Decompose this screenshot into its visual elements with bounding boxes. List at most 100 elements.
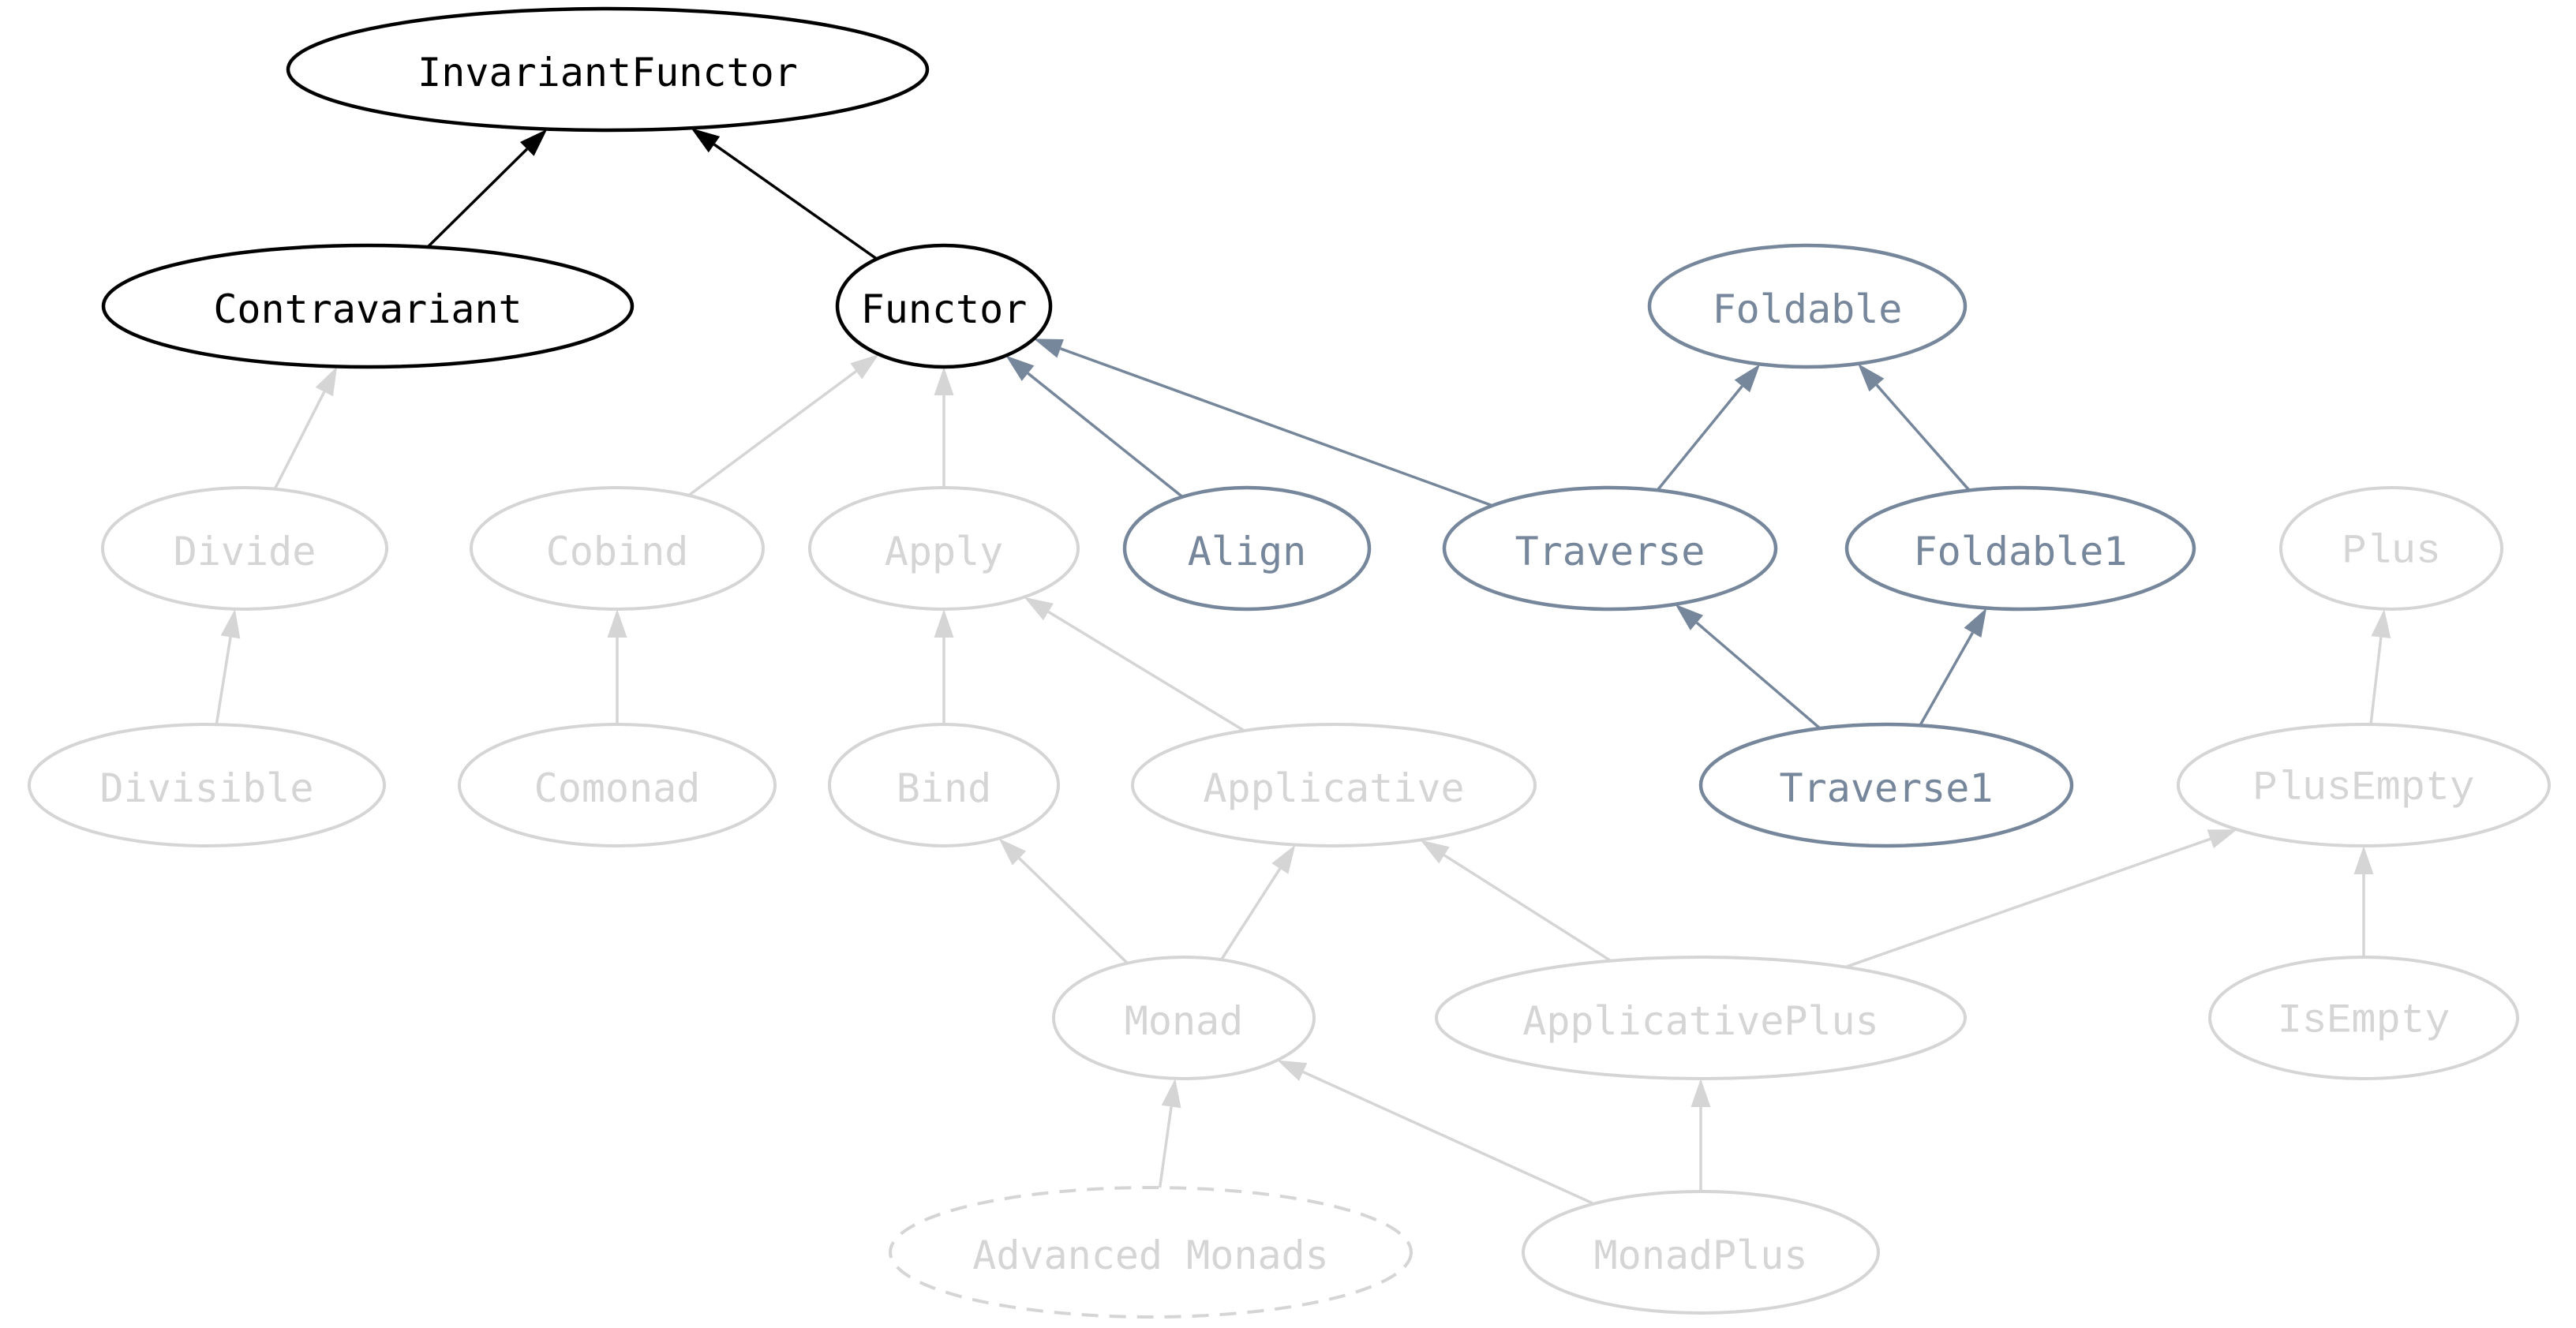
node-cobind: Cobind [470,486,765,611]
node-monad: Monad [1052,956,1316,1080]
node-ellipse [2279,486,2503,611]
node-is-empty: IsEmpty [2208,956,2519,1080]
node-divide: Divide [101,486,388,611]
node-functor: Functor [835,243,1053,369]
arrowhead-icon [1734,364,1761,393]
arrowhead-icon [691,128,721,153]
edge-line [215,637,232,725]
node-ellipse [1647,243,1968,369]
edge-monad-plus-to-monad [1277,1060,1595,1206]
node-ellipse [470,486,765,611]
node-ellipse [1698,722,2074,848]
edge-line [1018,857,1129,964]
edge-applicative-to-apply [1024,597,1245,732]
node-ellipse [458,723,777,847]
node-ellipse [828,723,1060,847]
node-label: MonadPlus [1594,1233,1808,1278]
node-contravariant: Contravariant [101,243,635,369]
edge-comonad-to-cobind [607,609,627,724]
node-plus: Plus [2279,486,2503,611]
edge-line [1844,837,2211,969]
arrowhead-icon [1420,840,1450,864]
node-label: Apply [885,529,1004,574]
edge-divide-to-contravariant [273,366,338,490]
node-bind: Bind [828,723,1060,847]
edge-cobind-to-functor [687,354,879,497]
node-ellipse [1442,485,1778,612]
node-ellipse [2177,723,2551,847]
node-label: Foldable1 [1914,529,2128,574]
node-ellipse [286,6,930,133]
arrowhead-icon [1024,597,1054,621]
node-comonad: Comonad [458,723,777,847]
node-plus-empty: PlusEmpty [2177,723,2551,847]
node-label: Cobind [546,529,689,574]
arrowhead-icon [2353,846,2374,874]
node-label: Divide [174,529,316,574]
edge-advanced-monads-to-monad [1158,1078,1181,1188]
node-ellipse [2208,956,2519,1080]
node-label: Plus [2342,529,2441,575]
node-label: Advanced Monads [972,1233,1329,1278]
arrowhead-icon [1690,1079,1711,1107]
edge-line [1220,867,1282,961]
edge-is-empty-to-plus-empty [2353,846,2374,957]
node-divisible: Divisible [28,723,386,847]
arrowhead-icon [315,366,338,397]
arrowhead-icon [607,609,627,638]
node-label: Foldable [1713,286,1903,332]
node-label: Traverse [1515,529,1705,574]
edge-line [426,148,528,249]
edge-plus-empty-to-plus [2369,608,2391,725]
node-ellipse [28,723,386,847]
edge-applicative-plus-to-plus-empty [1844,829,2237,969]
edge-line [1158,1106,1173,1188]
arrowhead-icon [220,608,241,639]
edge-apply-to-functor [934,367,954,488]
node-applicative: Applicative [1131,723,1537,847]
arrowhead-icon [1858,363,1885,392]
node-label: Applicative [1203,765,1464,811]
node-label: Align [1188,529,1307,574]
node-label: IsEmpty [2278,998,2450,1045]
node-traverse: Traverse [1442,485,1778,612]
node-align: Align [1122,485,1372,612]
node-ellipse [1131,723,1537,847]
node-label: InvariantFunctor [417,50,798,95]
edge-divisible-to-divide [215,608,241,725]
node-applicative-plus: ApplicativePlus [1435,956,1967,1080]
arrowhead-icon [1675,604,1704,630]
node-ellipse [1052,956,1316,1080]
edge-line [1302,1070,1595,1206]
arrowhead-icon [934,609,954,638]
edge-align-to-functor [1005,355,1184,498]
arrowhead-icon [934,367,954,395]
node-foldable1: Foldable1 [1844,485,2196,612]
edge-line [1875,383,1971,492]
node-label: Traverse1 [1780,765,1994,811]
node-ellipse [1522,1190,1880,1315]
node-traverse1: Traverse1 [1698,722,2074,848]
node-label: Comonad [534,765,701,811]
node-label: Contravariant [213,286,522,332]
arrowhead-icon [2207,829,2237,849]
edge-line [1695,621,1822,730]
edge-bind-to-apply [934,609,954,724]
edge-line [1060,347,1493,507]
arrowhead-icon [519,129,548,156]
arrowhead-icon [1161,1078,1181,1109]
node-label: PlusEmpty [2253,765,2475,812]
arrowhead-icon [850,354,879,380]
node-ellipse [1122,485,1372,612]
node-foldable: Foldable [1647,243,1968,369]
node-ellipse [101,486,388,611]
node-apply: Apply [808,486,1080,611]
node-label: Functor [861,286,1028,332]
arrowhead-icon [1964,608,1987,638]
node-label: Bind [897,765,991,811]
arrowhead-icon [2371,608,2391,639]
edge-line [2369,637,2383,725]
node-label: ApplicativePlus [1522,998,1879,1044]
node-invariant-functor: InvariantFunctor [286,6,930,133]
